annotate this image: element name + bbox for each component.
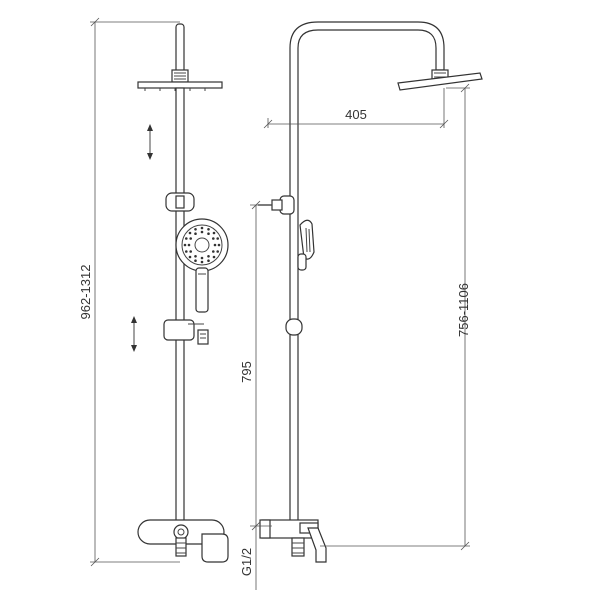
nozzle-dot (188, 231, 192, 235)
arm-reach-dimension: 405 (263, 88, 449, 129)
side-mixer (259, 519, 327, 563)
side-arched-arm (289, 21, 445, 529)
front-rain-head (137, 69, 223, 91)
rail-height-label: 756-1106 (456, 283, 471, 337)
nozzle-dot (200, 226, 204, 230)
front-slider (163, 319, 209, 345)
nozzle-dot (212, 237, 215, 240)
side-hand-shower (297, 219, 315, 271)
valve-height-label: 795 (239, 361, 254, 383)
nozzle-dot (185, 250, 188, 253)
inlet-thread-dimension: G1/2 (239, 526, 257, 590)
nozzle-dot (194, 232, 197, 235)
nozzle-dot (189, 237, 192, 240)
front-top-riser (175, 23, 185, 77)
rail-height-dimension: 756-1106 (320, 83, 471, 551)
front-view (131, 23, 229, 563)
arm-reach-label: 405 (345, 107, 367, 122)
nozzle-dot (207, 232, 210, 235)
nozzle-dot (185, 237, 188, 240)
nozzle-dot (200, 260, 204, 264)
nozzle-dot (194, 259, 197, 263)
nozzle-dot (200, 256, 204, 260)
nozzle-dot (212, 231, 216, 235)
nozzle-dot (213, 243, 217, 247)
nozzle-dot (207, 228, 210, 231)
front-main-rail (175, 87, 185, 529)
side-rain-head (397, 69, 483, 91)
side-diverter (258, 195, 295, 215)
side-slider (285, 318, 303, 336)
nozzle-dot (217, 243, 221, 247)
nozzle-dot (212, 255, 216, 259)
nozzle-dot (200, 230, 204, 234)
nozzle-dot (194, 254, 197, 258)
front-adjust-arrow-bottom (131, 316, 137, 352)
front-diverter (165, 192, 195, 212)
inlet-thread-label: G1/2 (239, 548, 254, 576)
nozzle-dot (194, 228, 197, 231)
nozzle-dot (216, 237, 219, 240)
nozzle-dot (189, 250, 192, 253)
front-hand-shower (175, 218, 229, 313)
nozzle-dot (183, 243, 187, 247)
nozzle-dot (216, 250, 219, 253)
total-height-dimension: 962-1312 (78, 17, 180, 567)
valve-height-dimension: 795 (239, 200, 272, 531)
total-height-label: 962-1312 (78, 265, 93, 320)
front-mixer (137, 519, 229, 563)
nozzle-dot (187, 243, 191, 247)
nozzle-dot (212, 250, 215, 253)
nozzle-dot (207, 259, 210, 263)
side-view (258, 21, 483, 563)
nozzle-dot (207, 254, 210, 258)
front-adjust-arrow-top (147, 124, 153, 160)
nozzle-dot (188, 255, 192, 259)
